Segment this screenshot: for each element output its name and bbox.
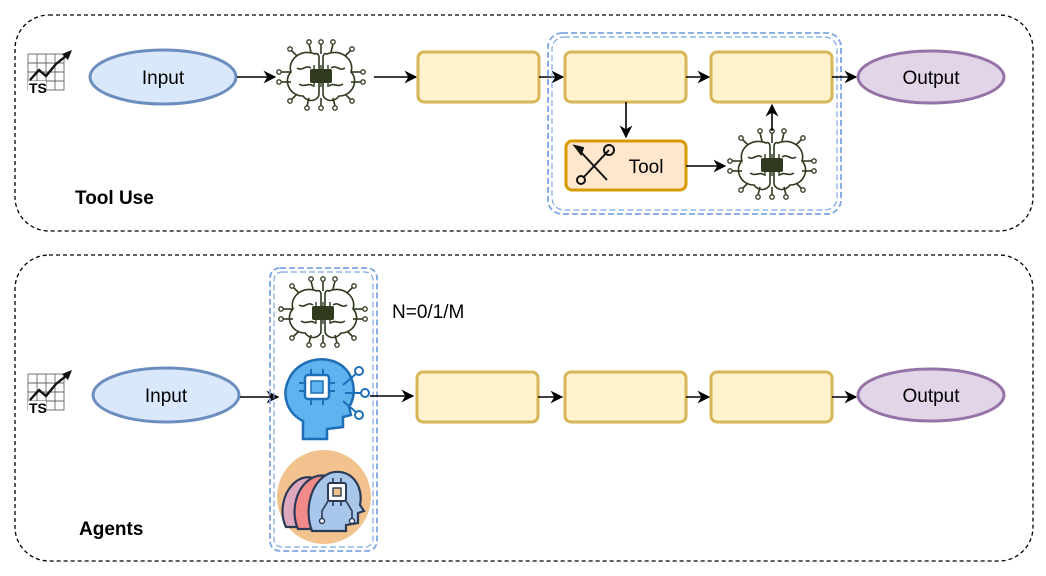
- input-label: Input: [145, 386, 188, 407]
- tool-label: Tool: [629, 157, 664, 178]
- llm-brain-icon: [275, 38, 367, 111]
- output-label: Output: [902, 386, 960, 407]
- tool-use-panel: [14, 14, 1034, 232]
- input-node: [88, 48, 238, 106]
- tool-use-title: Tool Use: [75, 188, 154, 209]
- input-node: [91, 366, 241, 424]
- agent-group: [269, 267, 378, 552]
- input-label: Input: [142, 68, 185, 89]
- step-box-3: [709, 370, 834, 424]
- step-box-1: [415, 370, 540, 424]
- ts-chart-icon: TS: [26, 368, 74, 416]
- wrench-screwdriver-icon: [572, 144, 615, 185]
- llm-brain-icon: [277, 275, 369, 349]
- step-box-3: [709, 50, 834, 104]
- ts-label: TS: [29, 400, 47, 416]
- ai-head-icon: [284, 358, 370, 441]
- step-box-2: [563, 370, 688, 424]
- agents-panel: [14, 254, 1034, 562]
- tool-use-group: [547, 32, 842, 215]
- output-node: [856, 367, 1006, 423]
- output-node: [856, 49, 1006, 105]
- step-box-2: [563, 50, 688, 104]
- multi-agent-heads-icon: [277, 450, 371, 544]
- agents-title: Agents: [79, 519, 143, 540]
- step-box-1: [416, 50, 541, 104]
- ts-label: TS: [29, 80, 47, 96]
- llm-brain-icon: [726, 128, 818, 200]
- agent-count-label: N=0/1/M: [392, 302, 464, 323]
- output-label: Output: [902, 68, 960, 89]
- ts-chart-icon: TS: [26, 48, 74, 96]
